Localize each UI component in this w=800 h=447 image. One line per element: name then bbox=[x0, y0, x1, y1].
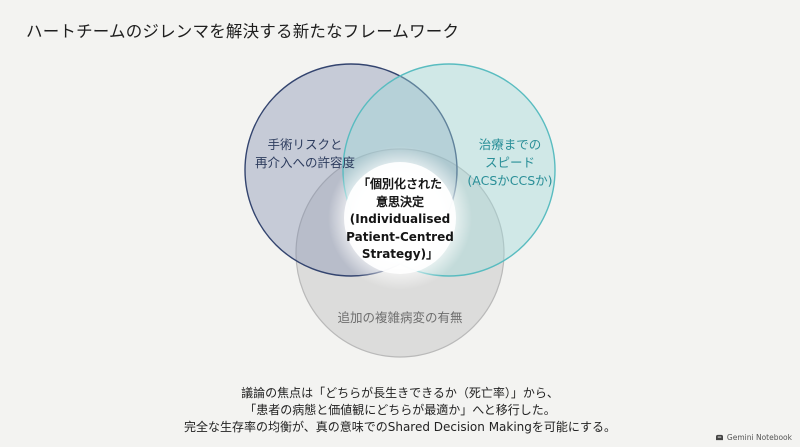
center-label-line: 「個別化された bbox=[357, 177, 442, 191]
center-label-line: Patient-Centred bbox=[346, 229, 454, 244]
gemini-notebook-icon bbox=[715, 434, 723, 441]
branding: Gemini Notebook bbox=[715, 433, 792, 442]
summary-text: 議論の焦点は「どちらが長生きできるか（死亡率）」から、 「患者の病態と価値観にど… bbox=[100, 385, 700, 436]
circle-right-label-line: (ACSかCCSか) bbox=[467, 173, 553, 188]
circle-left-label-line: 手術リスクと bbox=[267, 137, 343, 152]
circle-bottom-label-line: 追加の複雑病変の有無 bbox=[337, 310, 463, 325]
circle-right-label-line: スピード bbox=[484, 155, 535, 170]
center-highlight bbox=[344, 162, 456, 274]
slide-title: ハートチームのジレンマを解決する新たなフレームワーク bbox=[26, 22, 460, 41]
center-label-line: Strategy)」 bbox=[361, 247, 439, 261]
branding-label: Gemini Notebook bbox=[726, 433, 792, 442]
circle-right-label-line: 治療までの bbox=[478, 137, 542, 152]
circle-right-label: 治療までの スピード (ACSかCCSか) bbox=[445, 136, 575, 190]
circle-left-label: 手術リスクと 再介入への許容度 bbox=[240, 136, 370, 172]
summary-line: 完全な生存率の均衡が、真の意味でのShared Decision Makingを… bbox=[183, 420, 617, 434]
summary-line: 「患者の病態と価値観にどちらが最適か」へと移行した。 bbox=[244, 403, 556, 417]
circle-bottom-label: 追加の複雑病変の有無 bbox=[300, 309, 500, 327]
center-label-line: (Individualised bbox=[349, 212, 451, 226]
center-label-line: 意思決定 bbox=[375, 194, 424, 209]
center-label: 「個別化された 意思決定 (Individualised Patient-Cen… bbox=[330, 176, 470, 264]
summary-line: 議論の焦点は「どちらが長生きできるか（死亡率）」から、 bbox=[241, 386, 559, 400]
circle-left-label-line: 再介入への許容度 bbox=[254, 155, 355, 170]
